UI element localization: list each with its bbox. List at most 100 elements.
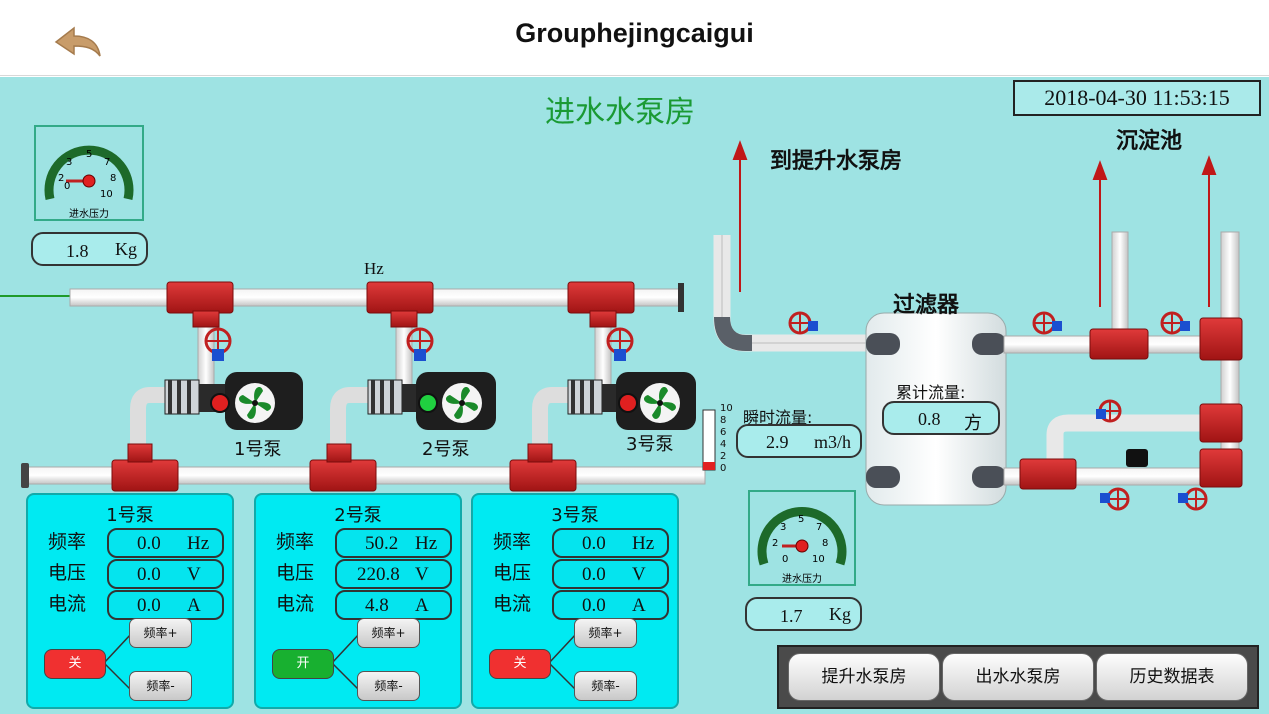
- top-bar: Grouphejingcaigui: [0, 0, 1269, 76]
- valve-icon: [1096, 399, 1122, 423]
- pump-2-label: 2号泵: [422, 439, 470, 460]
- valve-icon: [1032, 311, 1062, 335]
- pump-1-status-lamp: [210, 393, 230, 413]
- back-button[interactable]: [52, 22, 104, 62]
- valve-icon: [204, 327, 232, 361]
- frequency-up-button[interactable]: 频率+: [357, 618, 420, 648]
- tee-right-4: [1199, 448, 1243, 488]
- pressure-gauge-icon: [757, 507, 847, 566]
- tee-bottom-3: [509, 443, 577, 492]
- tee-top-1: [166, 281, 234, 328]
- current-unit: A: [632, 595, 646, 616]
- voltage-unit: V: [187, 564, 201, 585]
- current-value: 0.0: [582, 595, 606, 616]
- scada-panel: 进水水泵房 2018-04-30 11:53:15: [0, 77, 1269, 714]
- current-label: 电流: [493, 593, 532, 615]
- pump-icon-1: [164, 372, 303, 430]
- pump-3-toggle-button[interactable]: 关: [489, 649, 551, 679]
- outlet-pressure-gauge: 0 2 3 5 7 8 10 进水压力: [748, 490, 856, 586]
- current-value: 4.8: [365, 595, 389, 616]
- current-label: 电流: [276, 593, 315, 615]
- inlet-pressure-value: 1.8: [66, 241, 89, 261]
- voltage-display: 220.8 V: [335, 559, 452, 589]
- frequency-label: 频率: [276, 531, 315, 553]
- pump-2-toggle-button[interactable]: 开: [272, 649, 334, 679]
- filter-label: 过滤器: [893, 293, 960, 318]
- instant-flow-unit: m3/h: [814, 432, 852, 452]
- pump-panel-title: 2号泵: [334, 505, 382, 526]
- sediment-tank-label: 沉淀池: [1116, 129, 1183, 154]
- pump-1-toggle-button[interactable]: 关: [44, 649, 106, 679]
- voltage-label: 电压: [276, 562, 315, 584]
- tee-right-2: [1199, 317, 1243, 361]
- outlet-pressure-value: 1.7: [780, 606, 803, 626]
- inlet-pressure-unit: Kg: [115, 239, 137, 259]
- hz-label: Hz: [364, 259, 384, 278]
- tee-bottom-1: [111, 443, 179, 492]
- current-display: 4.8 A: [335, 590, 452, 620]
- current-value: 0.0: [137, 595, 161, 616]
- pump-panel-title: 3号泵: [551, 505, 599, 526]
- page-title: 进水水泵房: [545, 95, 695, 130]
- history-data-button[interactable]: 历史数据表: [1096, 653, 1248, 701]
- instant-flow-display: 2.9 m3/h: [736, 424, 862, 458]
- total-flow-value: 0.8: [918, 409, 941, 429]
- outlet-pump-room-button[interactable]: 出水水泵房: [942, 653, 1094, 701]
- total-flow-label: 累计流量:: [896, 383, 966, 402]
- inlet-pressure-gauge: 0 2 3 5 7 8 10 进水压力: [34, 125, 144, 221]
- voltage-value: 220.8: [357, 564, 400, 585]
- inlet-gauge-label: 进水压力: [69, 209, 109, 220]
- outlet-gauge-label: 进水压力: [782, 574, 822, 585]
- valve-icon: [1178, 487, 1208, 511]
- pump-2-status-lamp: [418, 393, 438, 413]
- frequency-down-button[interactable]: 频率-: [357, 671, 420, 701]
- button-connector-lines: [332, 632, 361, 692]
- voltage-unit: V: [632, 564, 646, 585]
- outlet-pressure-display: 1.7 Kg: [745, 597, 862, 631]
- valve-icon: [1160, 311, 1190, 335]
- voltage-display: 0.0 V: [107, 559, 224, 589]
- fan-icon: [235, 383, 275, 423]
- lift-pump-room-button[interactable]: 提升水泵房: [788, 653, 940, 701]
- tee-top-3: [567, 281, 635, 328]
- frequency-down-button[interactable]: 频率-: [129, 671, 192, 701]
- datetime-display: 2018-04-30 11:53:15: [1013, 80, 1261, 116]
- frequency-up-button[interactable]: 频率+: [574, 618, 637, 648]
- to-lift-room-label: 到提升水泵房: [770, 149, 903, 174]
- instant-flow-label: 瞬时流量:: [743, 408, 813, 427]
- frequency-down-button[interactable]: 频率-: [574, 671, 637, 701]
- bottom-navigation: 提升水泵房 出水水泵房 历史数据表: [777, 645, 1259, 709]
- tee-bottom-2: [309, 443, 377, 492]
- total-flow-unit: 方: [964, 413, 982, 433]
- voltage-value: 0.0: [137, 564, 161, 585]
- button-connector-lines: [104, 632, 133, 692]
- pump-1-label: 1号泵: [234, 439, 282, 460]
- instant-flow-value: 2.9: [766, 432, 789, 452]
- tee-right-1: [1089, 328, 1149, 360]
- total-flow-display: 0.8 方: [882, 401, 1000, 435]
- pump-panel-title: 1号泵: [106, 505, 154, 526]
- current-display: 0.0 A: [552, 590, 669, 620]
- current-label: 电流: [48, 593, 87, 615]
- tee-right-5: [1019, 458, 1077, 490]
- voltage-unit: V: [415, 564, 429, 585]
- voltage-display: 0.0 V: [552, 559, 669, 589]
- frequency-unit: Hz: [632, 533, 655, 554]
- frequency-display: 0.0 Hz: [552, 528, 669, 558]
- frequency-value: 0.0: [582, 533, 606, 554]
- fan-icon: [640, 383, 680, 423]
- back-arrow-icon: [54, 26, 101, 57]
- voltage-value: 0.0: [582, 564, 606, 585]
- frequency-value: 50.2: [365, 533, 399, 554]
- button-connector-lines: [549, 632, 578, 692]
- current-unit: A: [415, 595, 429, 616]
- pump-3-status-lamp: [618, 393, 638, 413]
- frequency-up-button[interactable]: 频率+: [129, 618, 192, 648]
- piping-diagram: [0, 140, 1243, 511]
